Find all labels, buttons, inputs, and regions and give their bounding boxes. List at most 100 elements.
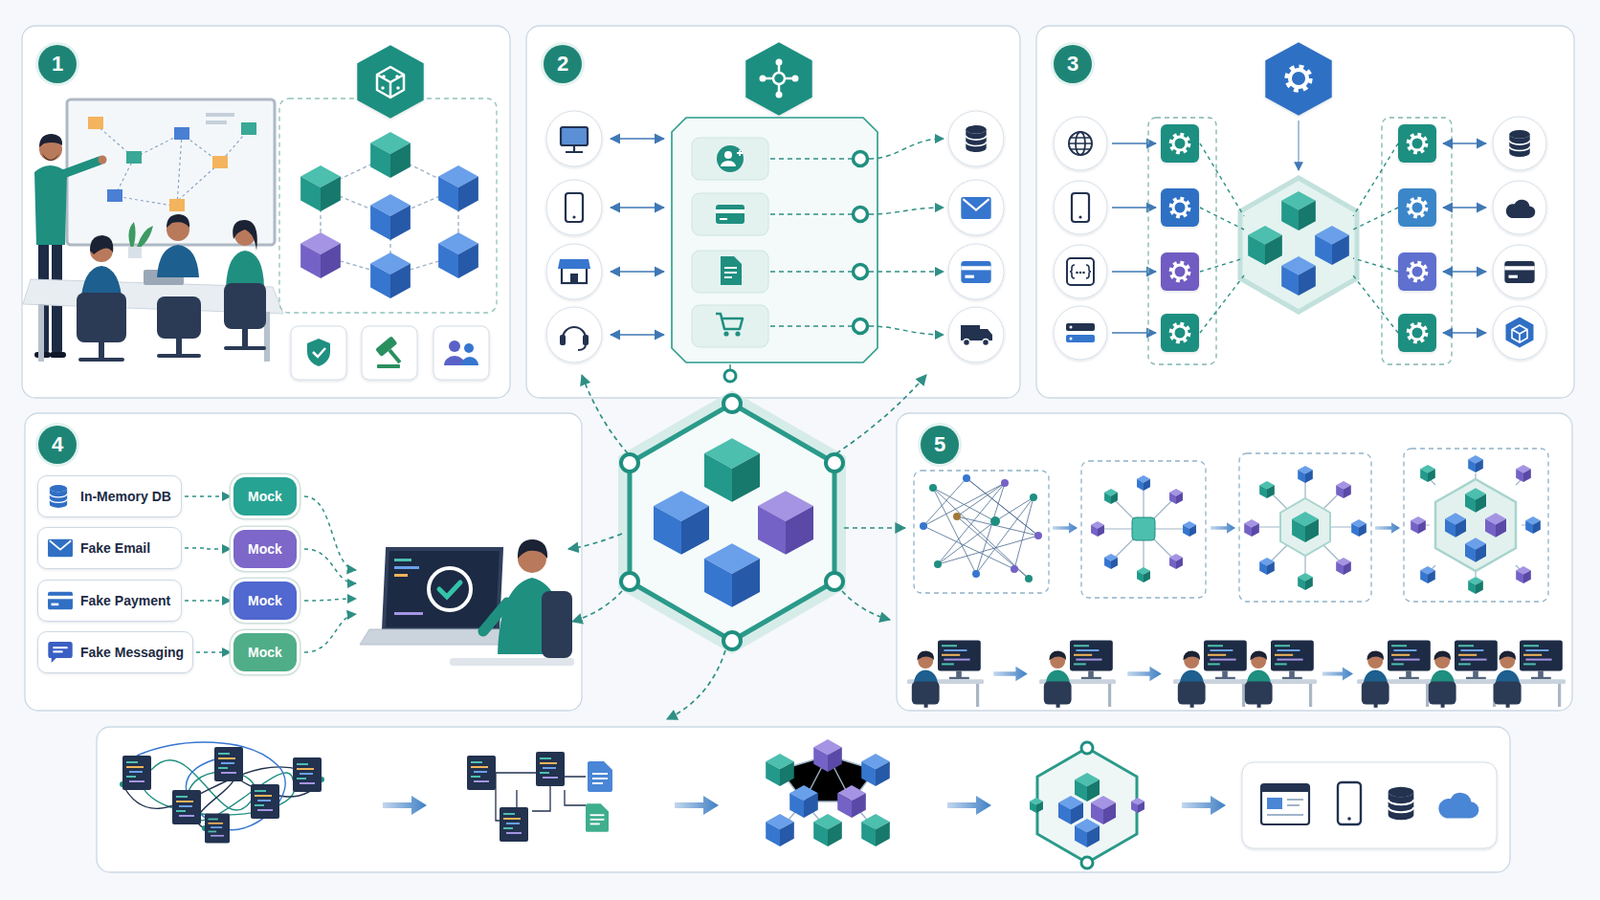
refactoring-strip-part [1029, 798, 1044, 814]
ports-panel-part [691, 193, 769, 236]
test-workstation-part [304, 496, 356, 571]
refactoring-strip-part [837, 785, 867, 819]
evolution-panel-part [1259, 557, 1275, 576]
adapters-panel-part [1443, 270, 1487, 273]
refactoring-strip-part [765, 814, 795, 847]
refactoring-strip-part [1388, 787, 1415, 822]
adapters-panel-part [1398, 252, 1437, 291]
callout-number: 4 [38, 425, 77, 465]
domain-cluster-part [438, 232, 479, 279]
adapters-panel-part [1509, 130, 1530, 157]
ports-panel-part [729, 364, 732, 370]
refactoring-strip-part [1181, 796, 1226, 816]
test-workstation-part [394, 612, 423, 616]
dependency-arrow [184, 548, 231, 550]
test-workstation-part [394, 558, 412, 562]
evolution-panel-part [1239, 453, 1372, 602]
adapters-panel-part [1160, 124, 1200, 163]
ports-panel-part [960, 325, 980, 341]
core-hexagon-part [842, 591, 890, 621]
evolution-panel-part [993, 666, 1028, 682]
adapters-panel-part [1492, 244, 1547, 299]
core-hexagon-part [723, 395, 741, 413]
mock-label: Mock [247, 644, 283, 661]
evolution-panel-part [1280, 498, 1331, 556]
ports-panel-part [570, 273, 578, 284]
adapters-panel-part [1443, 143, 1487, 334]
core-hexagon-part [757, 490, 814, 556]
ports-panel-part [773, 72, 785, 85]
evolution-panel-part [962, 474, 971, 483]
service-icon-glyph [47, 642, 72, 664]
meeting-scene-part [156, 244, 200, 278]
adapters-panel-part [1111, 206, 1156, 209]
adapters-panel-part [1247, 225, 1283, 266]
ports-panel-part [770, 157, 852, 160]
evolution-panel-part [1423, 640, 1501, 708]
core-hexagon-part [825, 573, 844, 591]
domain-cluster-part [375, 335, 408, 370]
adapters-panel-part [1066, 334, 1095, 343]
ports-panel-part [610, 137, 665, 140]
adapters-panel-part [1171, 134, 1189, 153]
evolution-panel-part [1259, 481, 1275, 499]
service-icon-glyph [47, 592, 73, 611]
meeting-scene-part [205, 120, 227, 125]
domain-cluster-part [377, 364, 400, 369]
ports-panel-part [853, 152, 868, 334]
adapters-panel-part [1071, 193, 1089, 223]
meeting-scene-part [166, 214, 190, 228]
ports-panel-part [546, 307, 602, 363]
ports-panel-part [868, 138, 944, 159]
meeting-scene-part [225, 250, 265, 288]
evolution-panel-part [1410, 455, 1541, 595]
adapters-panel-part [1160, 313, 1200, 353]
callout-number-text: 2 [556, 51, 569, 77]
ports-panel-part [546, 111, 602, 167]
panel-frames-part [526, 25, 1021, 399]
meeting-scene-part [88, 116, 104, 130]
evolution-panel-part [1173, 640, 1250, 708]
evolution-panel-part [913, 470, 1049, 594]
ports-panel-part [982, 339, 990, 347]
ports-panel-part [572, 215, 576, 219]
meeting-scene-part [212, 155, 228, 169]
adapters-panel-part [1171, 324, 1189, 342]
adapters-panel-part [1506, 317, 1534, 349]
refactoring-strip-part [1081, 742, 1093, 869]
service-label: Fake Email [80, 540, 151, 556]
mock-box: Mock [233, 633, 297, 672]
ports-panel-part [759, 75, 767, 83]
adapters-panel-part [1148, 117, 1217, 365]
fake-service-box: In-Memory DB [37, 475, 182, 518]
meeting-scene-part [242, 327, 248, 347]
refactoring-strip-part [861, 814, 890, 847]
refactoring-strip-part [499, 807, 529, 843]
evolution-panel-part [1251, 473, 1359, 581]
ports-panel-part [745, 42, 812, 116]
ports-panel-part [948, 111, 1004, 167]
meeting-scene-part [95, 124, 249, 206]
ports-panel-part [948, 179, 1004, 236]
domain-cluster-part [433, 326, 489, 380]
core-hexagon-part [825, 454, 844, 472]
ports-panel-part [546, 111, 1004, 363]
ports-panel-part [776, 59, 783, 67]
evolution-panel-part [1104, 488, 1118, 505]
meeting-scene-part [89, 235, 113, 255]
core-hexagon-part [836, 375, 927, 454]
evolution-panel-part [1420, 465, 1436, 483]
adapters-panel-part [1066, 258, 1094, 286]
ports-panel-part [671, 117, 878, 363]
core-hexagon-part [704, 543, 760, 608]
ports-panel-part [562, 327, 586, 339]
evolution-panel-part [1052, 522, 1078, 534]
ports-panel-part [546, 244, 602, 300]
ports-panel-part [610, 206, 665, 209]
ports-panel-part [557, 259, 591, 269]
adapters-panel-part [1053, 244, 1108, 299]
ports-panel-part [792, 75, 800, 83]
adapters-panel-part [1443, 142, 1487, 145]
meeting-scene-part [232, 220, 258, 251]
